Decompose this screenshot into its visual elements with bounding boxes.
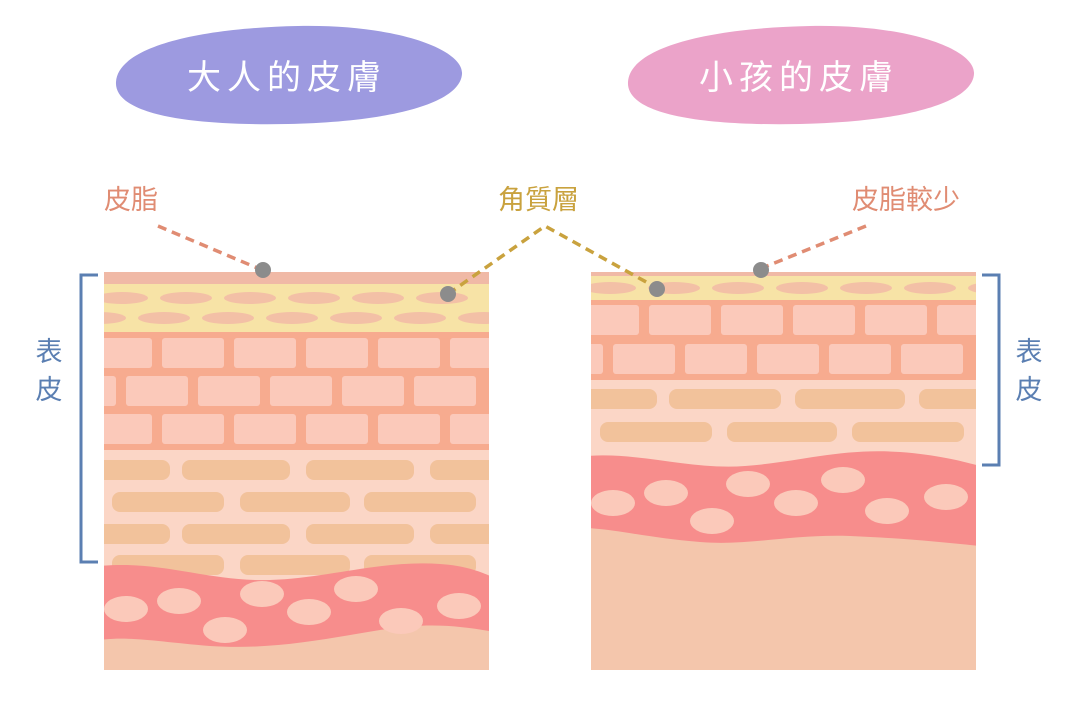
child-title-text: 小孩的皮膚 [699,57,899,98]
stratum-leader [446,223,658,296]
adult-skin-title: 大人的皮膚 [108,22,466,126]
adult-stratum-cells [104,292,489,324]
child-basal-cells [591,389,976,442]
child-sebum-layer [591,272,976,278]
epidermis-label-right-char-1: 表 [1015,337,1043,368]
adult-spinous-cells [104,338,489,444]
child-sebum-dot [753,262,769,278]
adult-dermis-cells [104,576,481,643]
child-skin-title: 小孩的皮膚 [620,22,978,126]
epidermis-label-right-char-2: 皮 [1015,375,1043,406]
child-stratum-cells [591,282,976,294]
sebum-less-label: 皮脂較少 [852,185,960,216]
adult-stratum-dot [440,286,456,302]
child-dermis-cells [591,467,968,534]
epidermis-label-left-char-1: 表 [35,337,63,368]
epidermis-label-left-char-2: 皮 [35,375,63,406]
sebum-label-adult: 皮脂 [104,185,158,216]
child-skin-section [591,272,976,670]
adult-sebum-dot [255,262,271,278]
sebum-leader-adult [157,224,263,272]
adult-title-text: 大人的皮膚 [187,57,387,98]
child-title-bubble [627,25,975,125]
epidermis-bracket-right [982,273,1001,467]
adult-stratum-corneum [104,284,489,332]
stratum-corneum-label: 角質層 [498,185,579,216]
sebum-leader-child [761,224,867,270]
child-spinous-cells [591,305,976,374]
adult-title-bubble [115,25,463,125]
adult-sebum-layer [104,272,489,284]
child-stratum-dot [649,281,665,297]
adult-skin-section [104,272,489,670]
epidermis-bracket-left [79,273,98,564]
epidermis-label-left: 表 皮 [32,334,66,410]
epidermis-label-right: 表 皮 [1012,334,1046,410]
